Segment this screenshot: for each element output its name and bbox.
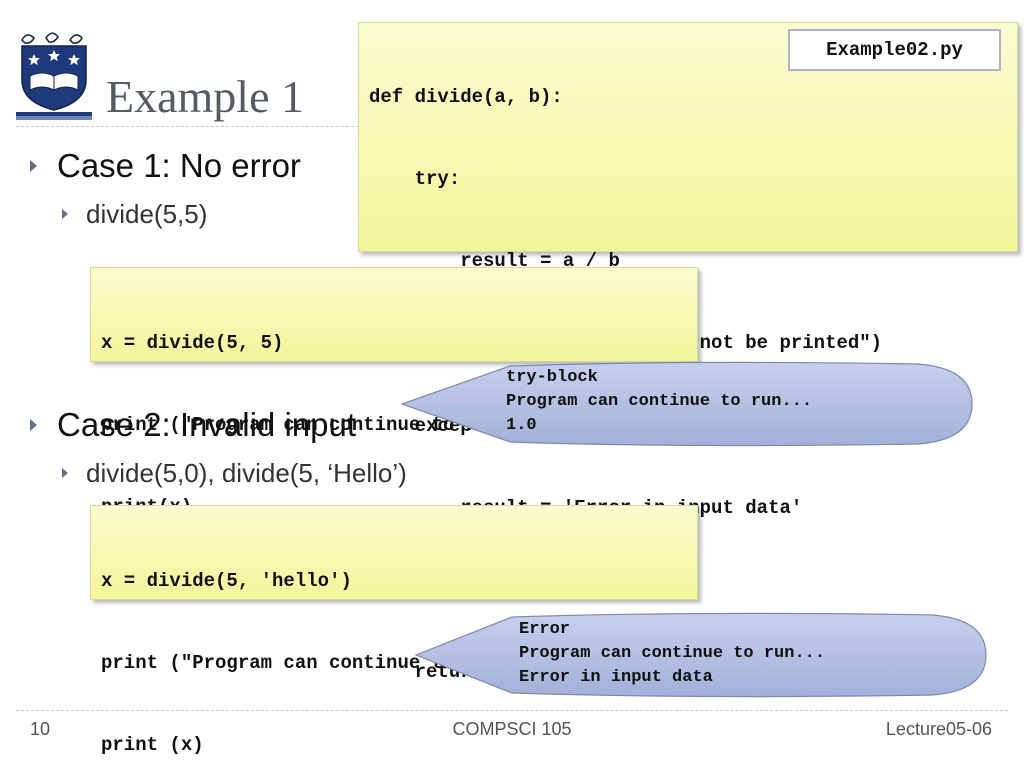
case2-heading-text: Case 2: Invalid input: [57, 406, 357, 443]
course-name: COMPSCI 105: [452, 719, 572, 739]
case1-code-block: x = divide(5, 5) print ("Program can con…: [90, 267, 698, 518]
bullet-arrow-icon: [30, 419, 37, 431]
footer-divider: [16, 710, 1008, 711]
code-line: try:: [369, 168, 461, 191]
bullet-arrow-icon: [62, 468, 68, 478]
case1-subitem-text: divide(5,5): [86, 198, 208, 229]
case1-subitem: divide(5,5): [62, 196, 207, 232]
code-line: result = a / b: [369, 250, 620, 273]
code-line: print (x): [101, 734, 204, 757]
bullet-arrow-icon: [30, 160, 37, 172]
output-line: Error in input data: [519, 668, 713, 687]
filename-label: Example02.py: [788, 29, 1001, 71]
university-logo: [16, 24, 92, 120]
output-line: Program can continue to run...: [519, 644, 826, 663]
output-line: Program can continue to run...: [506, 392, 813, 411]
bullet-arrow-icon: [62, 209, 68, 219]
code-line: x = divide(5, 5): [101, 331, 284, 354]
case2-subitem: divide(5,0), divide(5, ‘Hello’): [62, 455, 407, 491]
code-line: x = divide(5, 'hello'): [101, 569, 352, 592]
code-line: def divide(a, b):: [369, 85, 563, 108]
page-number: 10: [30, 719, 51, 739]
case2-heading: Case 2: Invalid input: [30, 403, 356, 447]
output-line: 1.0: [506, 416, 537, 435]
output-line: try-block: [506, 368, 598, 387]
output-line: Error: [519, 620, 571, 639]
slide-title: Example 1: [106, 71, 304, 122]
case1-heading: Case 1: No error: [30, 144, 301, 188]
case2-code-block: x = divide(5, 'hello') print ("Program c…: [90, 505, 698, 756]
case2-subitem-text: divide(5,0), divide(5, ‘Hello’): [86, 457, 407, 488]
lecture-label: Lecture05-06: [885, 719, 992, 739]
case1-heading-text: Case 1: No error: [57, 147, 301, 184]
